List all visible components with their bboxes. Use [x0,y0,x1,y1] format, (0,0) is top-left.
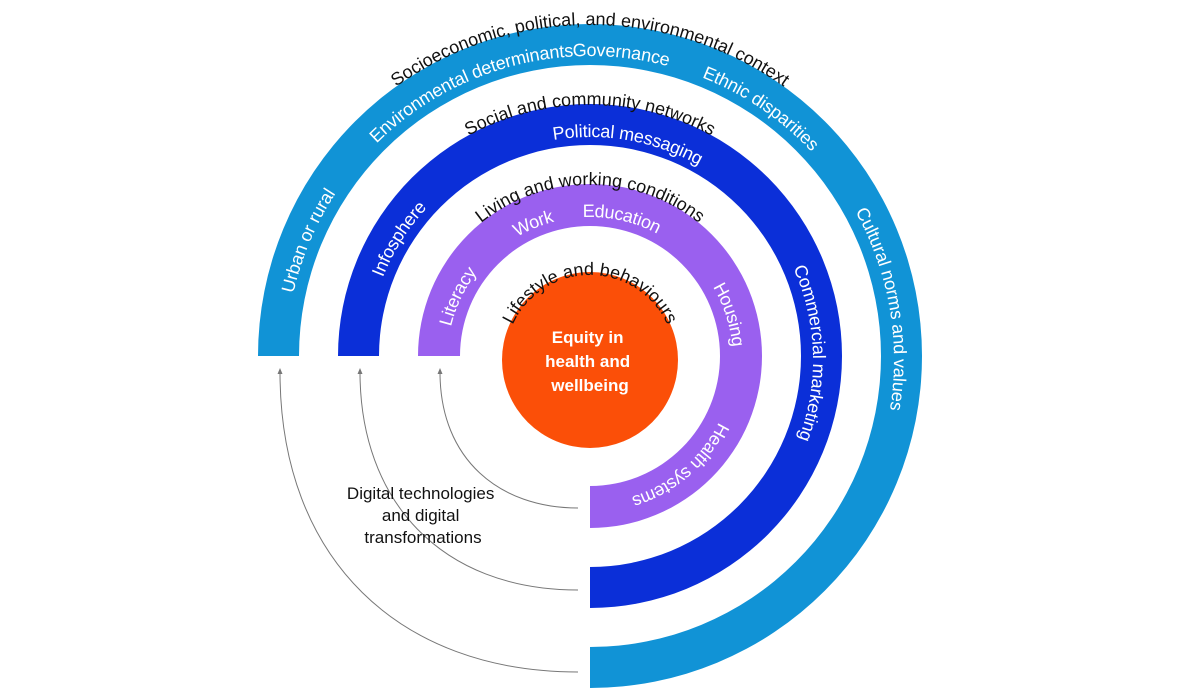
digital-technologies-label: Digital technologies and digital transfo… [347,484,499,547]
core-circle [502,272,678,448]
core-label-line-1: Equity in [552,328,624,347]
digital-label-line-1: Digital technologies [347,484,494,503]
digital-label-line-2: and digital [382,506,460,525]
arrowhead-inner-icon [437,368,443,374]
core-label: Equity in health and wellbeing [545,328,635,395]
arrowhead-outer-icon [277,368,283,374]
arrowhead-middle-icon [357,368,363,374]
connector-to-outer-ring [279,371,579,673]
digital-label-line-3: transformations [364,528,481,547]
connector-to-middle-ring [359,371,579,591]
core-label-line-3: wellbeing [550,376,628,395]
core-label-line-2: health and [545,352,630,371]
connector-to-inner-ring [439,371,579,509]
